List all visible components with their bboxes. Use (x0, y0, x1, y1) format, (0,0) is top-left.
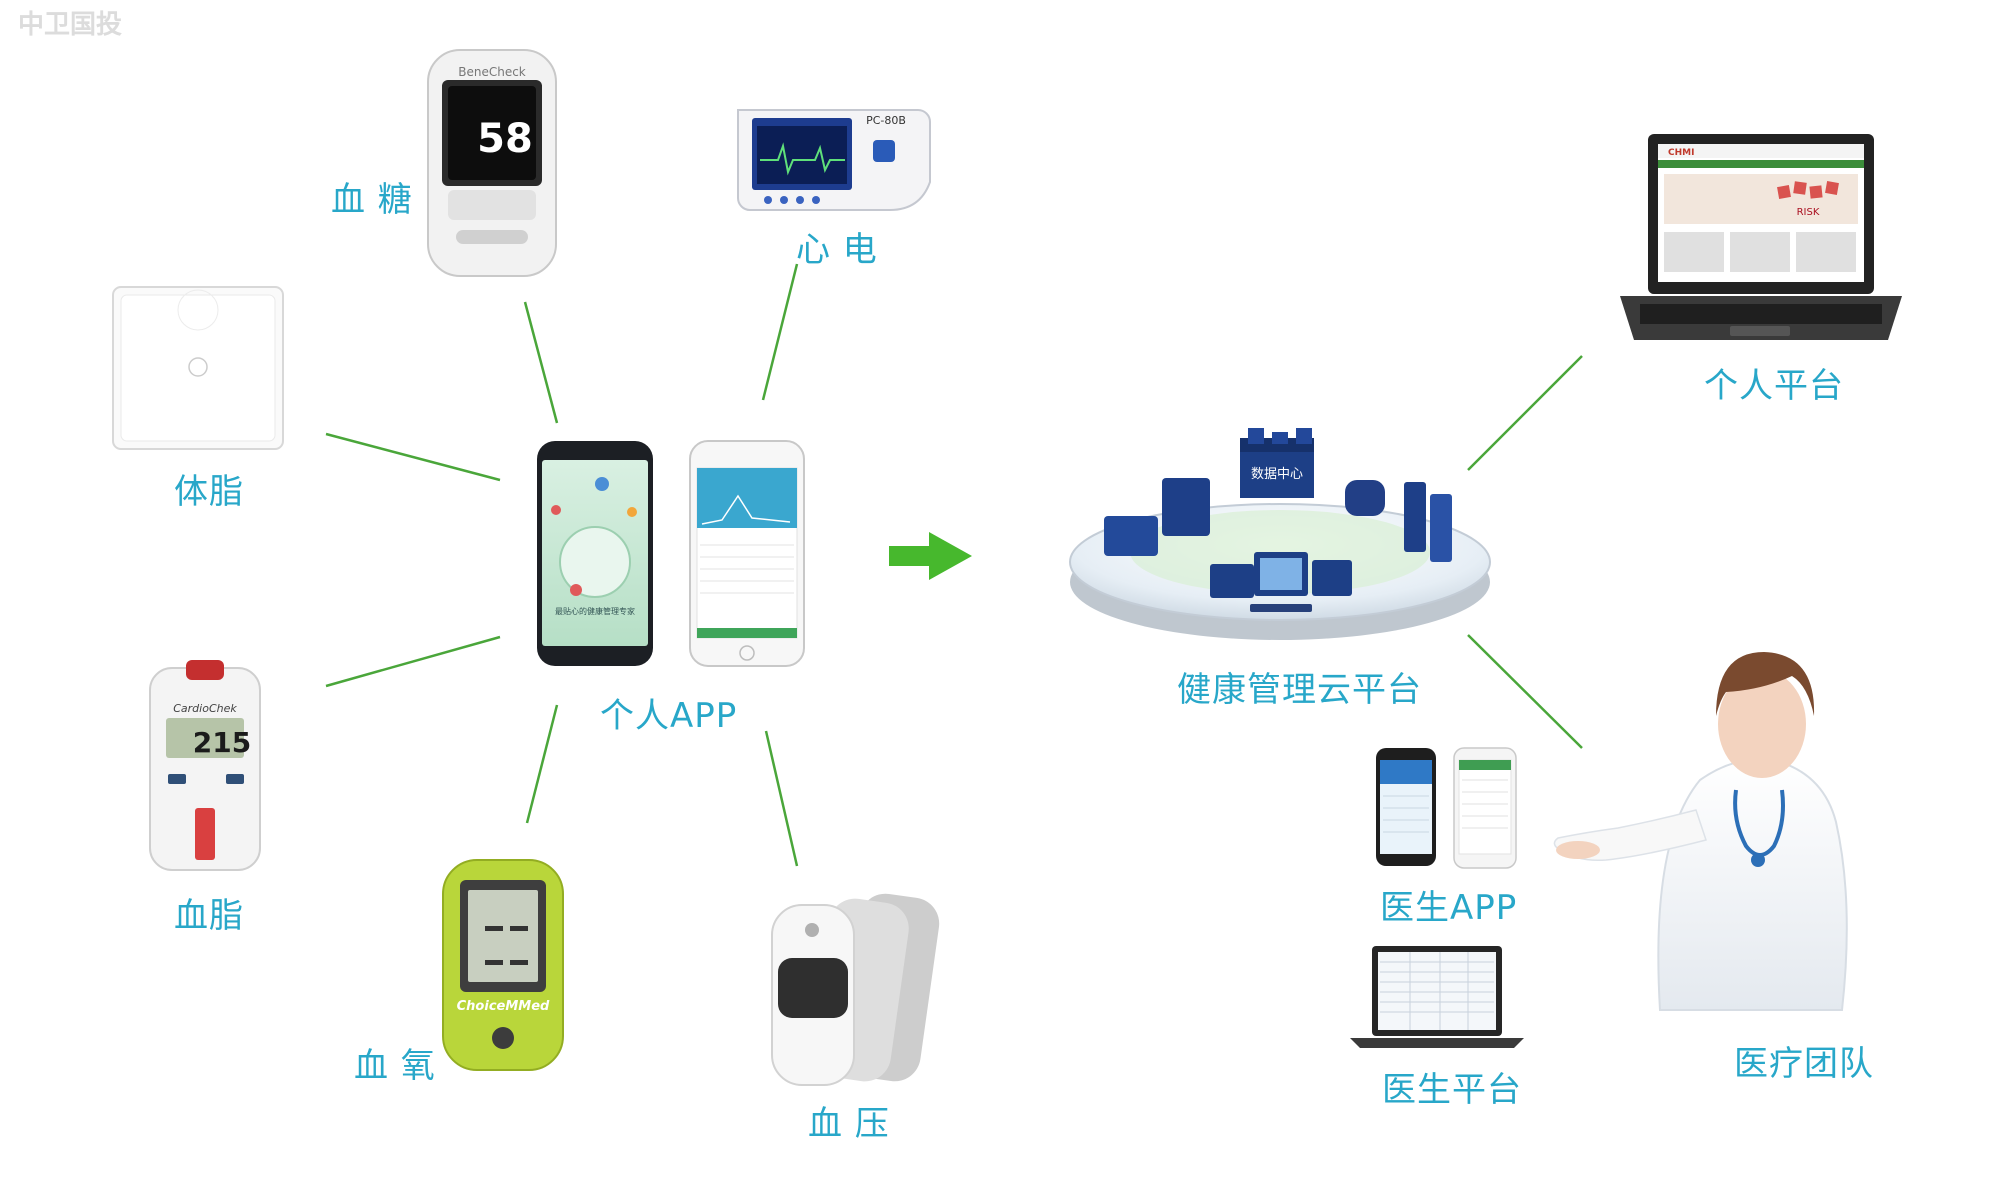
body-fat-scale-icon (112, 286, 284, 450)
laptop-badge: RISK (1797, 207, 1820, 218)
cloud-platform-icon: 数据中心 (1069, 428, 1491, 640)
laptop-brand: CHMI (1668, 148, 1694, 158)
glucose-brand: BeneCheck (458, 65, 526, 79)
label-personal-platform: 个人平台 (1704, 366, 1844, 406)
risk-badges (1777, 181, 1839, 199)
glucose-reading: 58 (477, 116, 533, 162)
android-phone-icon: 最贴心的健康管理专家 (537, 441, 653, 666)
glucose-meter-icon: BeneCheck 58 (427, 49, 557, 277)
cloud-center-label: 数据中心 (1251, 467, 1303, 482)
pulse-oximeter-icon: ChoiceMMed (442, 859, 564, 1071)
doctor-platform-laptop-icon (1350, 946, 1524, 1048)
watermark: 中卫国投 (18, 10, 123, 40)
connector-lines (325, 263, 1583, 867)
blood-pressure-monitor-icon (771, 893, 940, 1086)
label-ecg: 心 电 (796, 230, 878, 270)
iphone-icon (689, 440, 805, 667)
ecg-monitor-icon: PC-80B (737, 109, 931, 211)
label-blood-pressure: 血 压 (808, 1104, 890, 1144)
flow-arrow-icon (889, 532, 972, 580)
label-blood-glucose: 血 糖 (331, 180, 413, 220)
label-medical-team: 医疗团队 (1734, 1044, 1874, 1084)
label-doctor-app: 医生APP (1380, 888, 1518, 928)
doctor-figure-icon (1553, 652, 1848, 1011)
lipid-reading: 215 (193, 726, 251, 759)
personal-platform-laptop-icon: CHMI RISK (1620, 134, 1902, 340)
lipid-analyzer-icon: CardioChek 215 (149, 660, 261, 871)
label-body-fat: 体脂 (174, 472, 244, 512)
phone-caption: 最贴心的健康管理专家 (555, 606, 635, 616)
label-personal-app: 个人APP (600, 696, 738, 736)
label-blood-oxygen: 血 氧 (354, 1046, 436, 1086)
oxygen-brand: ChoiceMMed (457, 999, 550, 1014)
label-doctor-platform: 医生平台 (1382, 1070, 1522, 1110)
lipid-brand: CardioChek (173, 702, 237, 715)
label-blood-lipid: 血脂 (174, 896, 244, 936)
label-cloud-platform: 健康管理云平台 (1177, 670, 1422, 710)
doctor-app-phones-icon (1376, 747, 1517, 869)
ecg-model: PC-80B (866, 114, 906, 127)
